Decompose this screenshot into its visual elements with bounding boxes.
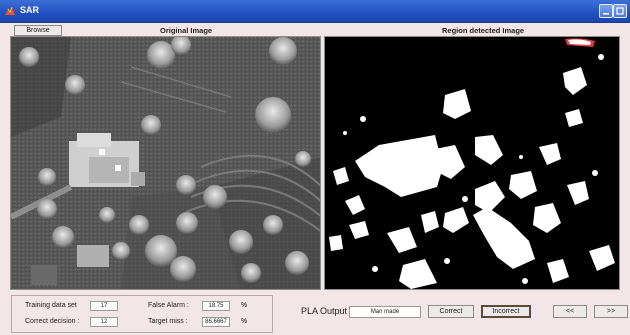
correct-decision-field[interactable]: 12 <box>90 317 118 327</box>
pla-output-field[interactable]: Man made <box>349 306 421 318</box>
title-bar[interactable]: SAR <box>0 0 630 23</box>
pla-output-label: PLA Output <box>301 306 348 316</box>
matlab-logo-icon <box>5 6 15 15</box>
original-image <box>11 37 320 289</box>
next-button[interactable]: >> <box>594 305 628 318</box>
target-miss-unit: % <box>241 318 248 325</box>
false-alarm-field[interactable]: 18.75 <box>202 301 230 311</box>
window-title: SAR <box>20 5 40 15</box>
false-alarm-unit: % <box>241 302 248 309</box>
original-image-panel <box>10 36 321 290</box>
maximize-button[interactable] <box>613 4 627 18</box>
false-alarm-label: False Alarm : <box>148 302 189 309</box>
stats-group: Training data set 17 Correct decision : … <box>11 295 273 333</box>
original-image-title: Original Image <box>160 26 213 35</box>
incorrect-button[interactable]: Incorrect <box>481 305 531 318</box>
training-data-field[interactable]: 17 <box>90 301 118 311</box>
maximize-icon <box>616 7 624 15</box>
minimize-button[interactable] <box>599 4 613 18</box>
target-miss-field[interactable]: 86.6667 <box>202 317 230 327</box>
minimize-icon <box>603 13 609 15</box>
browse-button[interactable]: Browse <box>14 25 62 36</box>
previous-button[interactable]: << <box>553 305 587 318</box>
training-data-label: Training data set <box>25 302 77 309</box>
correct-decision-label: Correct decision : <box>25 318 80 325</box>
region-detected-image <box>325 37 619 289</box>
correct-button[interactable]: Correct <box>428 305 474 318</box>
region-detected-panel <box>324 36 620 290</box>
target-miss-label: Target miss : <box>148 318 188 325</box>
region-image-title: Region detected Image <box>442 26 525 35</box>
